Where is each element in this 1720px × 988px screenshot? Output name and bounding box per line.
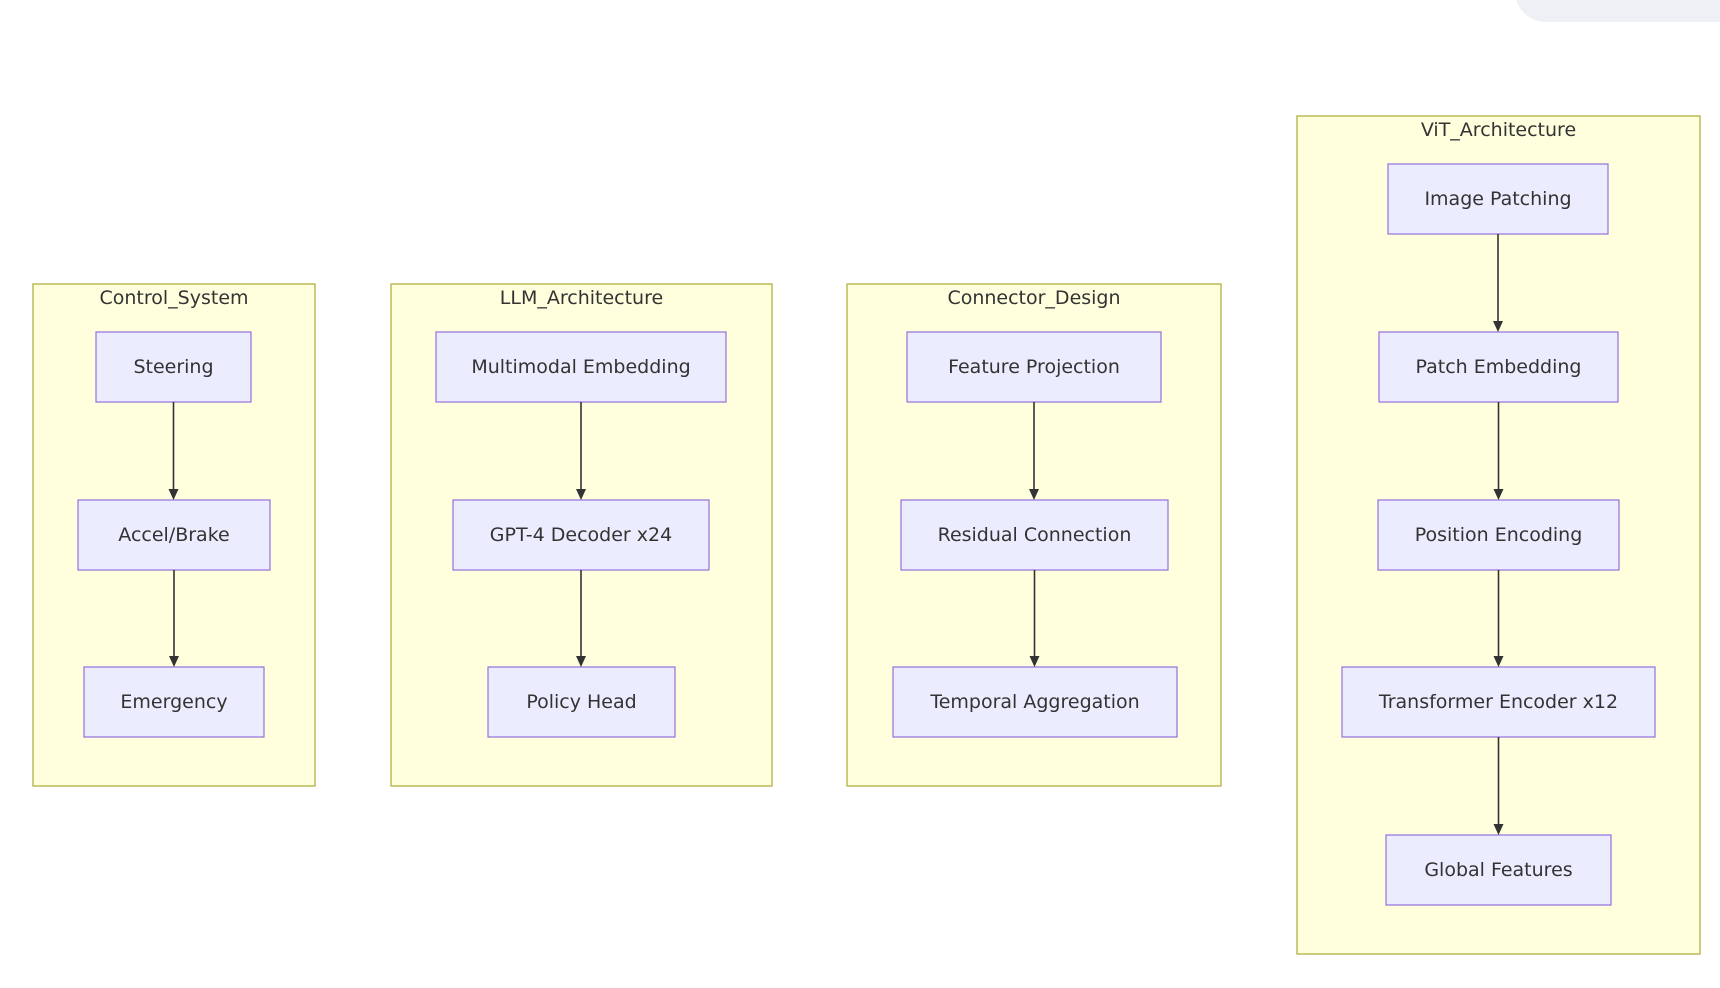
arrowhead — [1493, 824, 1504, 835]
node: Patch Embedding — [1378, 331, 1619, 403]
node-box — [1387, 163, 1609, 235]
arrowhead — [576, 656, 586, 667]
edge-arrow — [1493, 234, 1503, 332]
node: Emergency — [83, 666, 265, 738]
node-box — [77, 499, 271, 571]
node: Residual Connection — [900, 499, 1169, 571]
node-box — [452, 499, 710, 571]
edge-arrow — [576, 402, 586, 500]
node-box — [1341, 666, 1656, 738]
cluster-title: Control_System — [99, 287, 248, 309]
node: Policy Head — [487, 666, 676, 738]
node: Multimodal Embedding — [435, 331, 727, 403]
node: Global Features — [1385, 834, 1612, 906]
node-label: Emergency — [120, 691, 227, 713]
edge-arrow — [1493, 402, 1504, 500]
edge-arrow — [576, 570, 586, 667]
edge-arrow — [1493, 570, 1504, 667]
node-label: Multimodal Embedding — [471, 356, 690, 378]
node: Position Encoding — [1377, 499, 1620, 571]
node-box — [1378, 331, 1619, 403]
edge-arrow — [168, 402, 179, 500]
node-label: Transformer Encoder x12 — [1378, 691, 1618, 713]
node-box — [900, 499, 1169, 571]
edge-arrow — [1493, 737, 1504, 835]
node-label: Policy Head — [526, 691, 636, 713]
cluster-title: ViT_Architecture — [1421, 119, 1576, 141]
node-box — [892, 666, 1178, 738]
arrowhead — [576, 489, 586, 500]
node-label: Image Patching — [1424, 188, 1571, 210]
node-box — [906, 331, 1162, 403]
subgraph-control_system: Control_SystemSteeringAccel/BrakeEmergen… — [32, 283, 316, 787]
node: Steering — [95, 331, 252, 403]
cluster-title: LLM_Architecture — [500, 287, 663, 309]
node: Image Patching — [1387, 163, 1609, 235]
node-label: Global Features — [1424, 859, 1572, 881]
arrowhead — [168, 489, 179, 500]
cluster-title: Connector_Design — [947, 287, 1120, 309]
node-label: Accel/Brake — [118, 524, 229, 546]
node-label: Patch Embedding — [1416, 356, 1582, 378]
node-box — [487, 666, 676, 738]
arrowhead — [1029, 489, 1039, 500]
arrowhead — [1029, 656, 1040, 667]
node-label: Feature Projection — [948, 356, 1120, 378]
node: Transformer Encoder x12 — [1341, 666, 1656, 738]
node-label: Steering — [133, 356, 213, 378]
node: GPT-4 Decoder x24 — [452, 499, 710, 571]
node-label: Position Encoding — [1415, 524, 1583, 546]
node-box — [435, 331, 727, 403]
node-box — [1377, 499, 1620, 571]
node-box — [1385, 834, 1612, 906]
node-label: Residual Connection — [938, 524, 1132, 546]
corner-decoration — [1515, 0, 1720, 22]
node: Feature Projection — [906, 331, 1162, 403]
arrowhead — [1493, 321, 1503, 332]
node: Accel/Brake — [77, 499, 271, 571]
arrowhead — [1493, 489, 1504, 500]
node-box — [83, 666, 265, 738]
node-label: Temporal Aggregation — [929, 691, 1139, 713]
edge-arrow — [1029, 570, 1040, 667]
arrowhead — [1493, 656, 1504, 667]
node: Temporal Aggregation — [892, 666, 1178, 738]
node-label: GPT-4 Decoder x24 — [490, 524, 672, 546]
edge-arrow — [1029, 402, 1039, 500]
edge-arrow — [169, 570, 179, 667]
arrowhead — [169, 656, 179, 667]
